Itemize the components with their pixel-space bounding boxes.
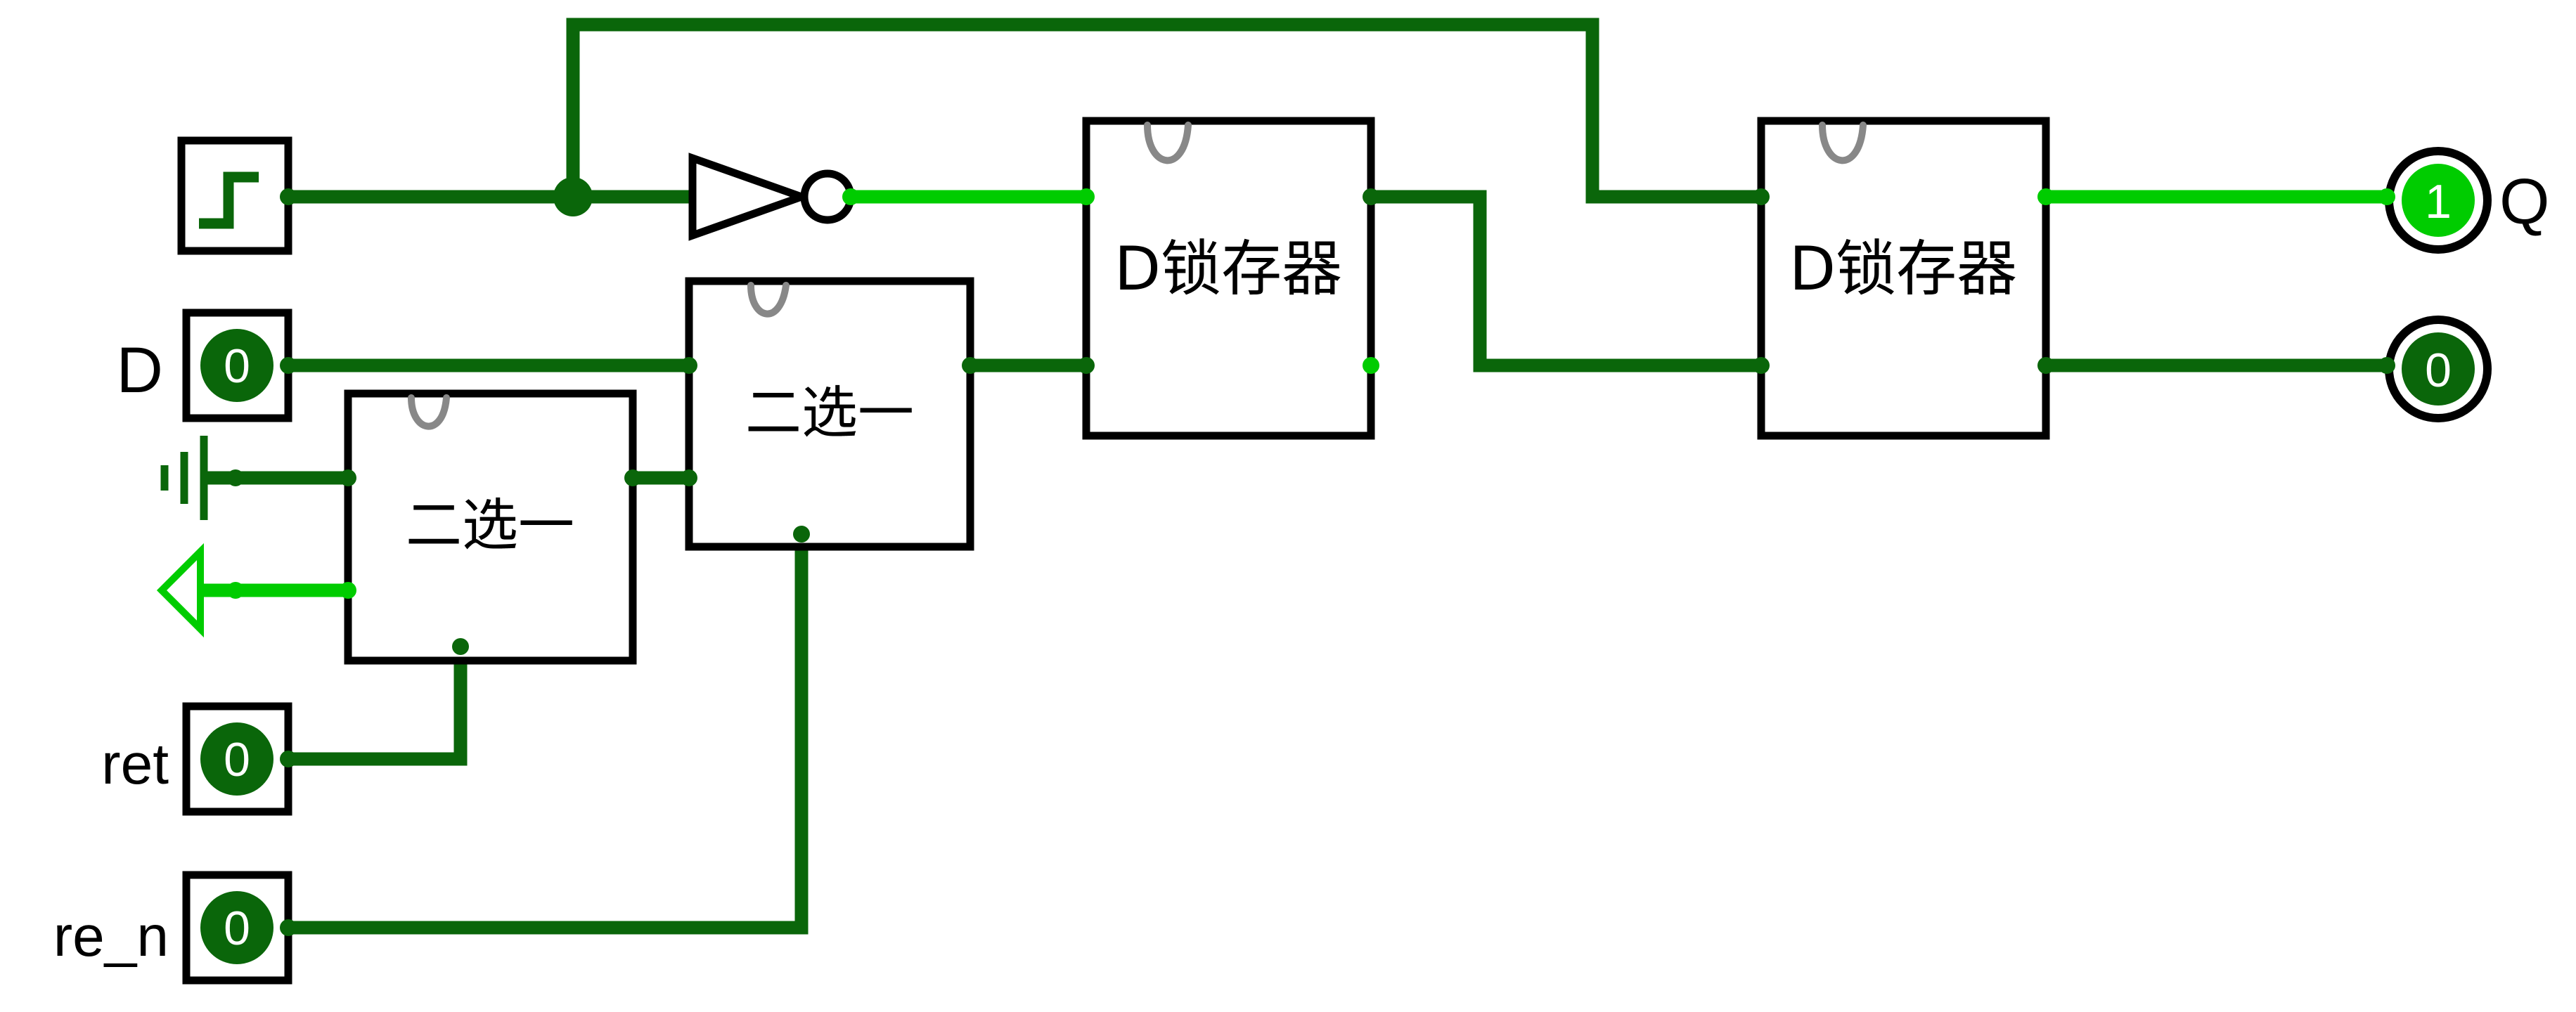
latch2-notch-icon — [1819, 122, 1867, 164]
pin-dot — [1753, 357, 1770, 374]
input-d-value: 0 — [224, 339, 250, 393]
latch2-subcircuit[interactable]: D锁存器 — [1757, 117, 2050, 440]
connection-dots — [227, 177, 2395, 936]
output-q-label: Q — [2499, 166, 2550, 238]
wire-ren-to-mux2[interactable] — [288, 534, 809, 935]
clock-input-box[interactable] — [177, 136, 292, 255]
input-d-label: D — [117, 335, 163, 406]
pin-dot — [280, 751, 297, 767]
latch2-label: D锁存器 — [1789, 234, 2017, 304]
latch1-subcircuit[interactable]: D锁存器 — [1082, 117, 1375, 440]
clock-junction-dot — [553, 177, 593, 216]
input-ret-indicator — [200, 722, 273, 796]
pin-dot — [227, 582, 244, 599]
latch1-label: D锁存器 — [1114, 234, 1342, 304]
pin-dot — [280, 188, 297, 205]
pin-dot — [962, 357, 979, 374]
power-arrow-icon[interactable] — [156, 543, 236, 638]
pin-dot — [280, 357, 297, 374]
pin-dot — [681, 357, 697, 374]
input-ret-value: 0 — [224, 733, 250, 786]
not-gate-icon[interactable] — [688, 153, 855, 241]
input-ret[interactable]: 0 — [182, 702, 292, 816]
output-qn-indicator — [2402, 332, 2475, 406]
input-re-n-indicator — [200, 891, 273, 964]
input-d-indicator — [200, 329, 273, 402]
ground-icon[interactable] — [160, 436, 208, 520]
pin-dot — [2037, 188, 2054, 205]
latch1-box[interactable] — [1082, 117, 1375, 440]
pin-dot — [280, 919, 297, 936]
input-re-n[interactable]: 0 — [182, 871, 292, 985]
latch2-box[interactable] — [1757, 117, 2050, 440]
output-q-value: 1 — [2425, 175, 2452, 228]
mux1-subcircuit[interactable]: 二选一 — [344, 389, 637, 665]
pin-dot — [842, 188, 859, 205]
pin-dot — [2378, 357, 2395, 374]
mux2-notch-icon — [747, 282, 790, 318]
clock-square-wave-icon — [199, 171, 259, 229]
wires — [207, 18, 2387, 935]
pin-dot — [340, 469, 356, 486]
mux2-subcircuit[interactable]: 二选一 — [685, 277, 974, 551]
pin-dot — [624, 469, 641, 486]
mux2-box[interactable] — [685, 277, 974, 551]
mux1-box[interactable] — [344, 389, 637, 665]
wire-ret-to-mux1[interactable] — [288, 647, 468, 766]
pin-dot — [2037, 357, 2054, 374]
pin-dot — [1078, 357, 1095, 374]
output-q: 1 — [2385, 147, 2492, 254]
input-re-n-value: 0 — [224, 902, 250, 955]
pin-dot — [1753, 188, 1770, 205]
output-qn: 0 — [2385, 316, 2492, 422]
pin-dot — [1363, 188, 1379, 205]
output-qn-value: 0 — [2425, 344, 2452, 397]
input-re-n-label: re_n — [53, 904, 169, 968]
pin-dot — [1078, 188, 1095, 205]
input-d[interactable]: 0 — [182, 309, 292, 422]
clock-input[interactable] — [177, 136, 292, 255]
wire-latch1-to-latch2[interactable] — [1371, 190, 1761, 372]
input-ret-label: ret — [101, 732, 169, 796]
mux2-label: 二选一 — [745, 380, 914, 446]
pin-dot — [1363, 357, 1379, 374]
pin-dot — [227, 469, 244, 486]
latch1-notch-icon — [1144, 122, 1192, 164]
pin-dot — [340, 582, 356, 599]
wire-clock-to-latch2[interactable] — [566, 18, 1761, 204]
mux1-label: 二选一 — [406, 493, 574, 558]
mux1-notch-icon — [408, 394, 450, 430]
pin-dot — [793, 526, 810, 543]
pin-dot — [2378, 188, 2395, 205]
pin-dot — [681, 469, 697, 486]
pin-dot — [452, 638, 469, 655]
output-q-indicator — [2402, 164, 2475, 237]
